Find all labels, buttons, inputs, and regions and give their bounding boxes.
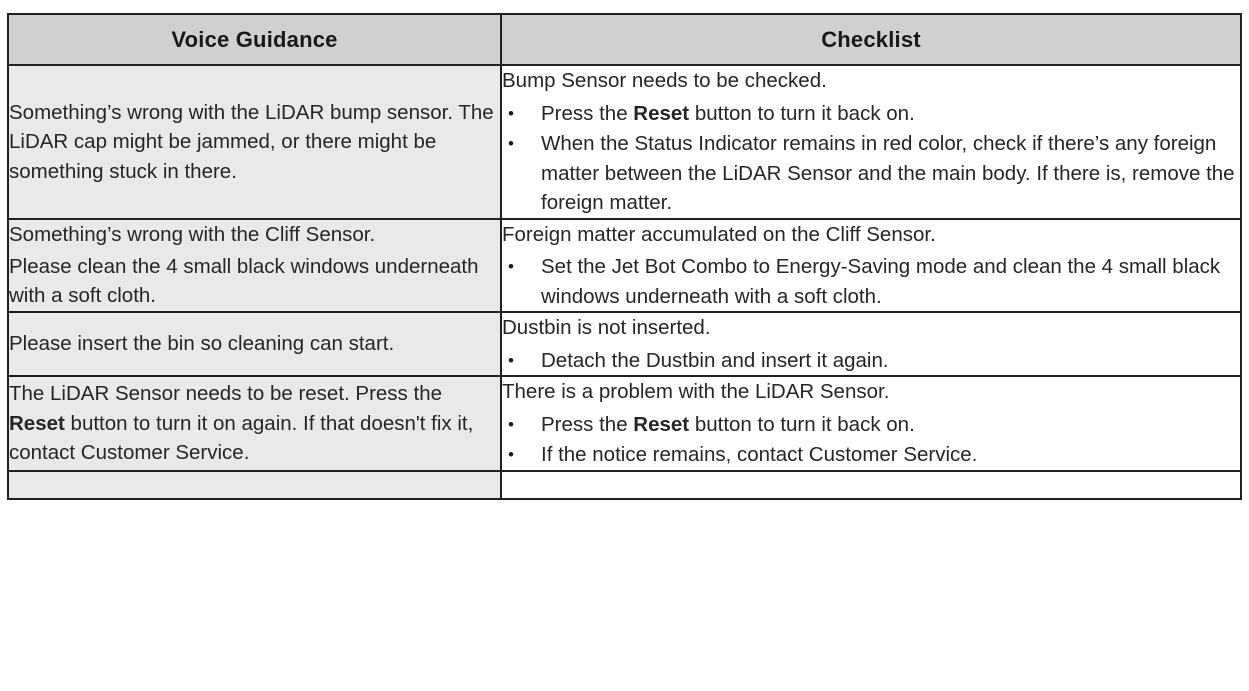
list-item-text-before: If the notice remains, contact Customer … bbox=[541, 443, 978, 466]
checklist-bullet-list: • Press the Reset button to turn it back… bbox=[502, 410, 1240, 470]
voice-guidance-text: Something’s wrong with the Cliff Sensor. bbox=[9, 223, 376, 246]
table-row: Something’s wrong with the Cliff Sensor.… bbox=[7, 217, 1242, 313]
list-item: • Press the Reset button to turn it back… bbox=[502, 410, 1240, 440]
checklist-cell: Foreign matter accumulated on the Cliff … bbox=[500, 217, 1242, 313]
checklist-lead-text: There is a problem with the LiDAR Sensor… bbox=[502, 380, 890, 403]
column-header-checklist: Checklist bbox=[500, 13, 1242, 66]
list-item-text-after: button to turn it back on. bbox=[689, 101, 915, 125]
list-item-text-before: Press the bbox=[541, 412, 634, 436]
bullet-icon: • bbox=[508, 414, 514, 434]
table-row: Please insert the bin so cleaning can st… bbox=[7, 311, 1242, 377]
checklist-lead-text: Bump Sensor needs to be checked. bbox=[502, 69, 827, 92]
checklist-lead-text: Dustbin is not inserted. bbox=[502, 316, 711, 339]
table-row: Something’s wrong with the LiDAR bump se… bbox=[7, 64, 1242, 220]
list-item-text-before: Press the bbox=[541, 101, 634, 125]
table-header: Voice Guidance Checklist bbox=[7, 13, 1242, 66]
table-row: The LiDAR Sensor needs to be reset. Pres… bbox=[7, 375, 1242, 472]
voice-guidance-cell: The LiDAR Sensor needs to be reset. Pres… bbox=[7, 375, 502, 472]
voice-guidance-cell: Please insert the bin so cleaning can st… bbox=[7, 311, 502, 377]
bullet-icon: • bbox=[508, 134, 514, 153]
table-row-partial bbox=[7, 469, 1242, 500]
list-item: • Press the Reset button to turn it back… bbox=[502, 99, 1240, 129]
checklist-bullet-list: • Detach the Dustbin and insert it again… bbox=[502, 346, 1240, 376]
voice-guidance-checklist-table: Voice Guidance Checklist Something’s wro… bbox=[7, 13, 1242, 500]
list-item-text-after: button to turn it back on. bbox=[689, 412, 915, 436]
list-item-text-before: When the Status Indicator remains in red… bbox=[541, 132, 1235, 214]
bullet-icon: • bbox=[508, 445, 514, 464]
checklist-bullet-list: • Press the Reset button to turn it back… bbox=[502, 99, 1240, 218]
voice-text-strong: Reset bbox=[9, 411, 65, 435]
list-item-text-before: Detach the Dustbin and insert it again. bbox=[541, 348, 889, 372]
list-item-text-before: Set the Jet Bot Combo to Energy-Saving m… bbox=[541, 255, 1221, 308]
list-item-text-strong: Reset bbox=[633, 101, 690, 125]
checklist-cell: Bump Sensor needs to be checked. • Press… bbox=[500, 64, 1242, 220]
checklist-cell: Dustbin is not inserted. • Detach the Du… bbox=[500, 311, 1242, 377]
bullet-icon: • bbox=[508, 350, 514, 370]
list-item: • Set the Jet Bot Combo to Energy-Saving… bbox=[502, 252, 1240, 311]
checklist-bullet-list: • Set the Jet Bot Combo to Energy-Saving… bbox=[502, 252, 1240, 311]
voice-guidance-cell: Something’s wrong with the LiDAR bump se… bbox=[7, 64, 502, 220]
voice-guidance-text: The LiDAR Sensor needs to be reset. Pres… bbox=[9, 379, 500, 468]
voice-guidance-cell: Something’s wrong with the Cliff Sensor.… bbox=[7, 217, 502, 313]
list-item: • Detach the Dustbin and insert it again… bbox=[502, 346, 1240, 376]
column-header-voice-guidance: Voice Guidance bbox=[7, 13, 502, 66]
voice-text-before: The LiDAR Sensor needs to be reset. Pres… bbox=[9, 382, 443, 405]
list-item: • When the Status Indicator remains in r… bbox=[502, 129, 1240, 218]
list-item-text-strong: Reset bbox=[633, 412, 690, 436]
table-header-row: Voice Guidance Checklist bbox=[7, 13, 1242, 66]
checklist-cell bbox=[500, 469, 1242, 500]
voice-guidance-text: Something’s wrong with the LiDAR bump se… bbox=[9, 100, 494, 183]
bullet-icon: • bbox=[508, 103, 514, 123]
table-body: Something’s wrong with the LiDAR bump se… bbox=[7, 64, 1242, 500]
voice-guidance-text-secondary: Please clean the 4 small black windows u… bbox=[9, 254, 479, 308]
voice-text-after: button to turn it on again. If that does… bbox=[9, 411, 474, 465]
list-item: • If the notice remains, contact Custome… bbox=[502, 440, 1240, 470]
checklist-cell: There is a problem with the LiDAR Sensor… bbox=[500, 375, 1242, 472]
checklist-lead-text: Foreign matter accumulated on the Cliff … bbox=[502, 222, 936, 246]
bullet-icon: • bbox=[508, 257, 514, 276]
voice-guidance-text: Please insert the bin so cleaning can st… bbox=[9, 332, 395, 356]
voice-guidance-cell bbox=[7, 469, 502, 500]
